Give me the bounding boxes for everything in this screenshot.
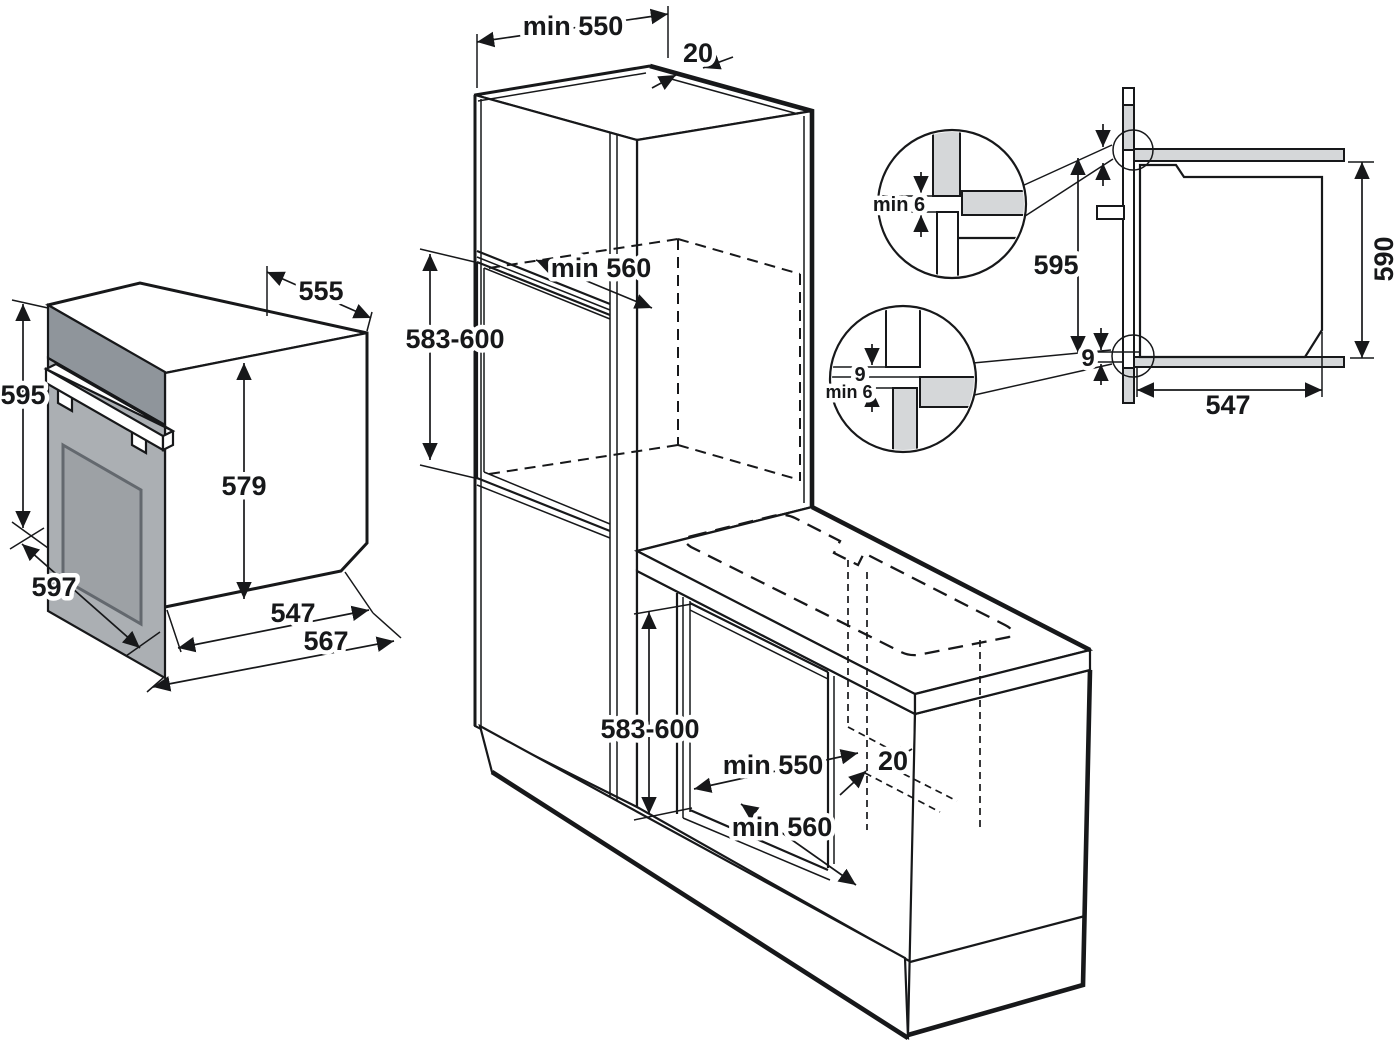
dim-label-side-depth: 547 — [1205, 390, 1250, 420]
detail-bottom-oven-frame — [885, 308, 921, 368]
oven-handle — [43, 362, 176, 455]
dim-side-depth: 547 — [1136, 332, 1323, 425]
dim-base-niche-depth: min 560 — [727, 803, 857, 886]
countertop-back-edge — [810, 504, 1092, 653]
dim-label-base-panel-gap: 20 — [878, 746, 908, 776]
dim-oven-bottom-width-outer: 567 — [146, 612, 402, 693]
detail-bottom-cabinet-panel — [892, 387, 918, 450]
dim-label-oven-height: 595 — [0, 380, 45, 410]
dim-oven-top-width: 555 — [266, 266, 373, 332]
tall-cabinet-silhouette-edge — [649, 63, 815, 507]
plinth-bottom-silhouette — [490, 770, 910, 1040]
dim-label-oven-depth: 597 — [31, 572, 76, 602]
side-view: 595 9 547 590 — [969, 87, 1400, 425]
dim-oven-bottom-width-inner: 547 — [166, 571, 374, 653]
cooktop-cutout-dashed — [684, 513, 1014, 657]
dim-label-detail-bottom-gap: min 6 — [825, 382, 872, 402]
base-cabinet-end-face — [906, 668, 1092, 1037]
dim-label-oven-top-width: 555 — [298, 276, 343, 306]
side-view-top-shelf — [1133, 148, 1345, 162]
tall-cabinet-side-face — [635, 109, 814, 553]
side-view-bottom-shelf — [1133, 356, 1345, 368]
dim-label-tall-niche-width: min 550 — [523, 11, 624, 41]
dim-label-tall-niche-height: 583-600 — [405, 324, 504, 354]
oven-isometric-view: 555 595 579 597 547 — [0, 266, 402, 693]
countertop — [633, 504, 1094, 716]
dim-oven-height: 595 — [0, 299, 50, 549]
dim-label-oven-bottom-width-inner: 547 — [270, 598, 315, 628]
base-cabinet-view: 583-600 min 550 20 min 560 — [478, 504, 1094, 1041]
detail-leader-lines — [969, 144, 1114, 397]
detail-circle-top: min 6 — [868, 128, 1028, 280]
detail-circle-bottom: 9 min 6 — [821, 304, 978, 454]
dim-base-niche-width: min 550 — [693, 746, 859, 793]
tall-cabinet-view: min 550 20 min 560 583-600 — [401, 6, 815, 809]
detail-top-cabinet-panel — [932, 132, 961, 197]
dim-side-height: 595 — [1029, 158, 1086, 353]
dim-label-base-niche-height: 583-600 — [600, 714, 699, 744]
dim-tall-niche-width: min 550 — [476, 6, 669, 88]
dim-tall-niche-depth: min 560 — [535, 249, 656, 309]
dim-oven-front-height: 579 — [217, 363, 271, 599]
dim-label-tall-panel-gap: 20 — [683, 38, 713, 68]
dim-label-detail-top-gap: min 6 — [873, 194, 925, 216]
oven-side-face — [163, 331, 369, 609]
dim-base-panel-gap: 20 — [839, 742, 913, 796]
dim-label-base-niche-width: min 550 — [723, 750, 824, 780]
dim-label-base-niche-depth: min 560 — [732, 812, 833, 842]
dim-base-niche-height: 583-600 — [596, 603, 704, 821]
dim-label-oven-bottom-width-outer: 567 — [303, 626, 348, 656]
tall-cabinet-front-face — [473, 93, 639, 809]
dim-label-oven-front-height: 579 — [221, 471, 266, 501]
detail-top-oven-frame — [936, 211, 959, 276]
dim-label-side-height: 595 — [1033, 250, 1078, 280]
tall-cabinet-niche-opening — [475, 260, 611, 539]
dim-oven-depth: 597 — [9, 527, 161, 657]
detail-top-shelf — [961, 190, 1024, 216]
niche-projection-dashed — [847, 560, 981, 830]
side-view-top-reference-circle — [1112, 129, 1154, 171]
side-view-bracket — [1096, 205, 1125, 220]
dim-side-bottom-overlap: 9 — [1077, 328, 1140, 385]
side-view-bottom-reference-circle — [1111, 334, 1155, 378]
countertop-end-band — [913, 648, 1092, 716]
tall-cabinet-niche-dashed-box — [488, 238, 801, 481]
dim-label-tall-niche-depth: min 560 — [551, 253, 652, 283]
dim-tall-niche-height: 583-600 — [401, 248, 509, 480]
dim-side-interior-height: 590 — [1348, 161, 1400, 359]
side-view-oven-outline — [1138, 163, 1324, 359]
dim-label-detail-bottom-overlap: 9 — [854, 364, 865, 386]
detail-bottom-shelf — [919, 376, 974, 408]
dim-label-side-bottom-overlap: 9 — [1081, 345, 1094, 372]
dim-tall-panel-gap: 20 — [651, 34, 734, 91]
dim-label-side-interior-height: 590 — [1369, 236, 1399, 281]
